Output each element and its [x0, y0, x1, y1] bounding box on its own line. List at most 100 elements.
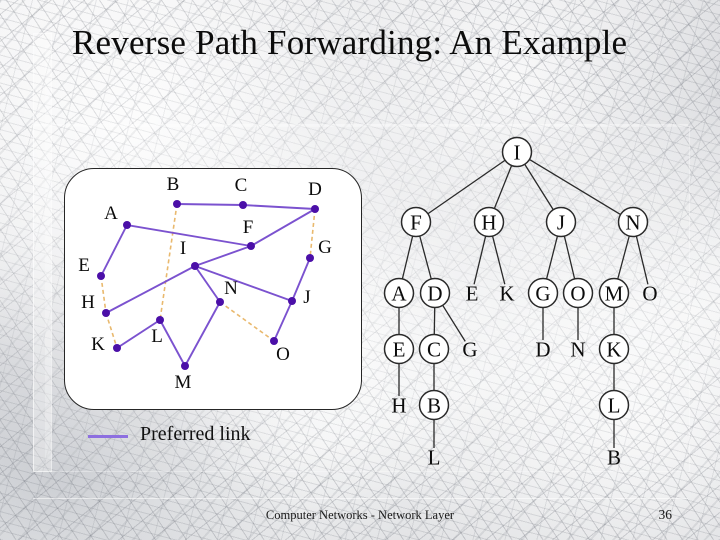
decorative-frame-divider	[33, 124, 688, 126]
graph-node-label-c: C	[235, 175, 248, 196]
tree-node-label-b: B	[607, 446, 621, 470]
graph-edge-dashed	[159, 203, 178, 321]
tree-node-label-a: A	[391, 282, 407, 306]
tree-edge	[442, 304, 466, 342]
tree-node-label-c: C	[427, 338, 441, 362]
graph-node-k	[113, 344, 121, 352]
tree-edges	[398, 158, 649, 448]
graph-edge-preferred	[194, 265, 293, 302]
graph-node-e	[97, 272, 105, 280]
graph-node-label-k: K	[91, 334, 105, 355]
legend: Preferred link	[88, 423, 348, 453]
graph-node-label-a: A	[104, 203, 118, 224]
graph-edge-preferred	[273, 300, 293, 342]
tree-node-label-g: G	[535, 282, 550, 306]
tree-node-circle-i	[501, 136, 533, 168]
graph-edge-dashed	[105, 312, 118, 349]
tree-edge	[563, 235, 576, 280]
graph-edge-preferred	[184, 301, 221, 367]
tree-node-circle-o	[562, 277, 594, 309]
graph-edge-preferred	[176, 203, 244, 206]
graph-node-label-l: L	[151, 326, 163, 347]
tree-node-circle-l	[598, 389, 630, 421]
tree-edge	[401, 235, 414, 280]
graph-node-j	[288, 297, 296, 305]
tree-edge	[427, 159, 506, 215]
tree-node-circle-a	[383, 277, 415, 309]
graph-node-label-h: H	[81, 292, 95, 313]
tree-node-label-d: D	[427, 282, 442, 306]
tree-node-label-g: G	[462, 338, 477, 362]
tree-edge	[524, 163, 554, 211]
tree-node-circle-b	[418, 389, 450, 421]
graph-edge-preferred	[116, 319, 161, 349]
graph-node-label-e: E	[78, 255, 90, 276]
graph-node-g	[306, 254, 314, 262]
tree-edge	[545, 235, 559, 280]
page-title: Reverse Path Forwarding: An Example	[72, 23, 628, 62]
decorative-frame-inner-bar	[45, 45, 51, 460]
tree-node-label-n: N	[625, 211, 640, 235]
tree-edge	[493, 165, 513, 209]
tree-node-label-d: D	[535, 338, 550, 362]
graph-node-l	[156, 316, 164, 324]
graph-node-n	[216, 298, 224, 306]
graph-node-label-i: I	[180, 238, 186, 259]
graph-node-f	[247, 242, 255, 250]
footer-text: Computer Networks - Network Layer	[265, 508, 455, 522]
graph-edge-preferred	[100, 224, 128, 277]
tree-node-circle-j	[545, 206, 577, 238]
tree-node-label-e: E	[466, 282, 479, 306]
graph-node-label-o: O	[276, 344, 290, 365]
graph-node-label-j: J	[303, 287, 310, 308]
tree-node-label-i: I	[514, 141, 521, 165]
tree-node-circle-h	[473, 206, 505, 238]
legend-label: Preferred link	[140, 423, 251, 445]
tree-node-label-m: M	[605, 282, 624, 306]
tree-node-circle-e	[383, 333, 415, 365]
tree-node-circle-k	[598, 333, 630, 365]
graph-node-label-m: M	[175, 372, 192, 393]
graph-node-label-n: N	[224, 278, 238, 299]
graph-edges	[100, 203, 316, 367]
graph-edge-preferred	[159, 319, 186, 367]
graph-node-o	[270, 337, 278, 345]
tree-edge	[635, 235, 649, 285]
graph-node-m	[181, 362, 189, 370]
tree-node-label-j: J	[557, 211, 565, 235]
graph-edge-preferred	[194, 245, 252, 267]
tree-edge	[419, 235, 432, 280]
tree-node-label-o: O	[642, 282, 657, 306]
tree-node-label-l: L	[428, 446, 441, 470]
graph-node-label-b: B	[167, 174, 180, 195]
graph-edge-preferred	[105, 265, 196, 314]
graph-edge-preferred	[242, 204, 316, 210]
graph-node-label-f: F	[243, 217, 254, 238]
graph-node-label-d: D	[308, 179, 322, 200]
graph-edge-dashed	[100, 275, 107, 314]
tree-node-label-k: K	[606, 338, 621, 362]
graph-node-h	[102, 309, 110, 317]
graph-edge-preferred	[291, 257, 311, 302]
graph-edge-dashed	[309, 208, 316, 259]
tree-edge	[529, 158, 621, 216]
tree-edge	[473, 235, 487, 285]
tree-node-label-h: H	[391, 394, 406, 418]
tree-edge	[617, 235, 630, 280]
legend-preferred-link-swatch	[88, 435, 128, 438]
graph-edge-dashed	[219, 301, 275, 342]
tree-edge	[491, 235, 506, 285]
graph-node-b	[173, 200, 181, 208]
graph-edge-preferred	[250, 208, 316, 247]
page-number: 36	[658, 507, 673, 522]
tree-node-circle-f	[400, 206, 432, 238]
graph-node-i	[191, 262, 199, 270]
tree-node-circle-m	[598, 277, 630, 309]
tree-node-circle-n	[617, 206, 649, 238]
tree-node-label-f: F	[410, 211, 422, 235]
graph-edge-preferred	[126, 224, 252, 247]
graph-node-c	[239, 201, 247, 209]
